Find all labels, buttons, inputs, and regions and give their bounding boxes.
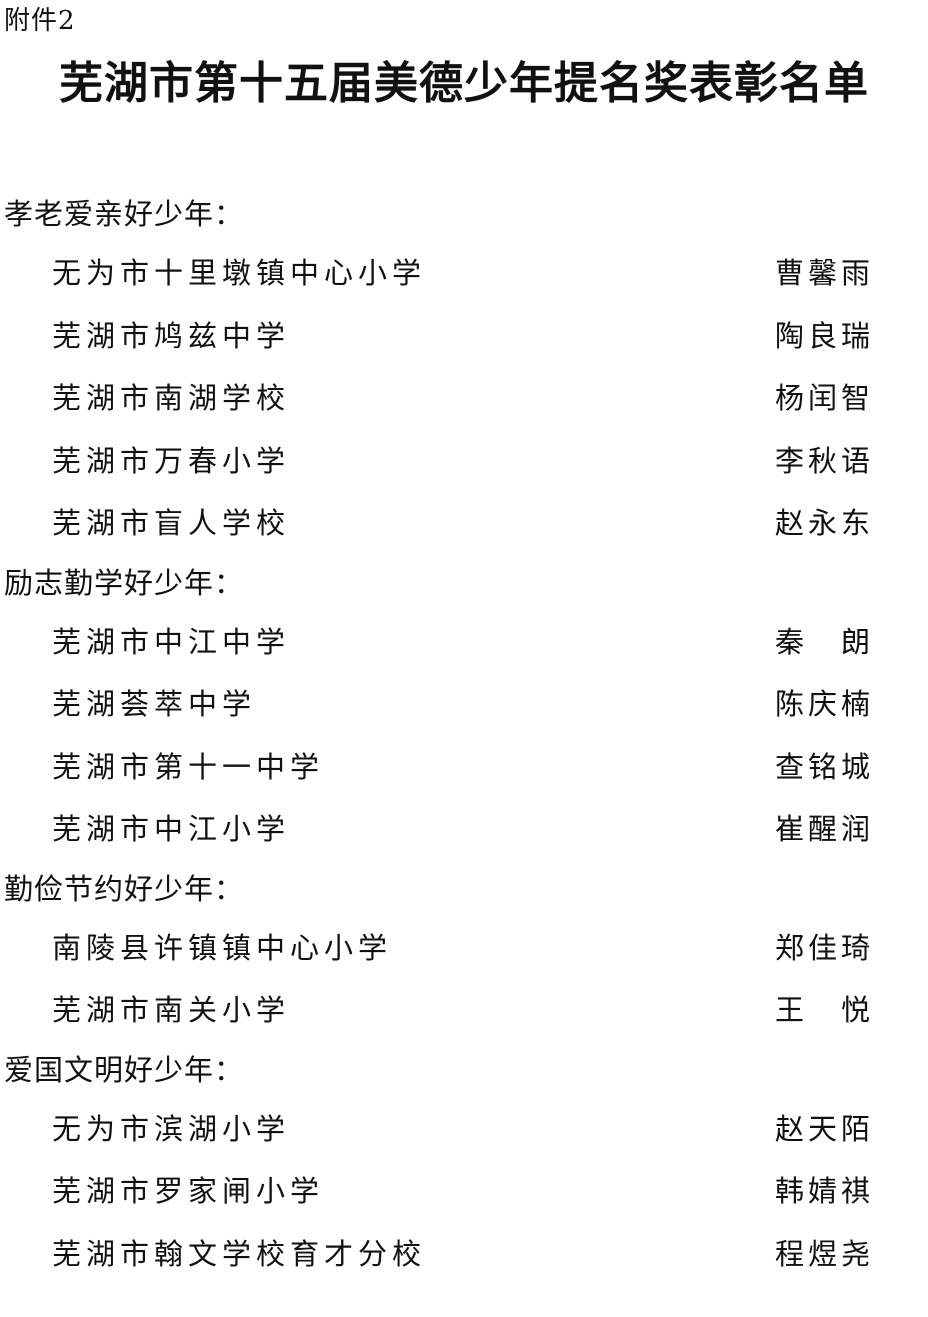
school-name: 芜湖市鸠兹中学 (52, 318, 291, 353)
document-title: 芜湖市第十五届美德少年提名奖表彰名单 (59, 58, 869, 109)
school-name: 芜湖市南湖学校 (52, 381, 291, 415)
student-name: 查铭城 (774, 749, 874, 784)
list-item: 芜湖市盲人学校 赵永东 (0, 492, 928, 555)
list-item: 南陵县许镇镇中心小学 郑佳琦 (0, 917, 928, 980)
school-name: 芜湖荟萃中学 (52, 687, 257, 721)
section-heading: 励志勤学好少年： (4, 565, 245, 600)
school-name: 芜湖市第十一中学 (52, 749, 325, 784)
list-item: 芜湖市南关小学 王 悦 (0, 979, 928, 1042)
list-item: 芜湖市中江小学 崔醒润 (0, 798, 928, 861)
student-name: 杨闰智 (774, 381, 874, 415)
award-section: 孝老爱亲好少年： 无为市十里墩镇中心小学 曹馨雨 芜湖市鸠兹中学 陶良瑞 芜湖市… (0, 186, 928, 555)
school-name: 芜湖市罗家闸小学 (52, 1174, 325, 1208)
annex-label: 附件2 (4, 6, 76, 36)
student-name: 崔醒润 (774, 812, 874, 846)
student-name: 程煜尧 (774, 1236, 874, 1271)
school-name: 芜湖市万春小学 (52, 443, 291, 478)
list-item: 芜湖市南湖学校 杨闰智 (0, 367, 928, 430)
school-name: 芜湖市盲人学校 (52, 506, 291, 540)
section-heading: 勤俭节约好少年： (4, 871, 245, 906)
award-list: 孝老爱亲好少年： 无为市十里墩镇中心小学 曹馨雨 芜湖市鸠兹中学 陶良瑞 芜湖市… (0, 186, 928, 1285)
list-item: 无为市十里墩镇中心小学 曹馨雨 (0, 242, 928, 305)
award-section: 励志勤学好少年： 芜湖市中江中学 秦 朗 芜湖荟萃中学 陈庆楠 芜湖市第十一中学… (0, 555, 928, 861)
student-name: 赵天陌 (774, 1111, 874, 1146)
school-name: 无为市十里墩镇中心小学 (52, 256, 427, 290)
school-name: 芜湖市南关小学 (52, 993, 291, 1027)
student-name: 秦 朗 (774, 624, 874, 659)
student-name: 王 悦 (774, 993, 874, 1027)
school-name: 无为市滨湖小学 (52, 1111, 291, 1146)
student-name: 李秋语 (774, 443, 874, 478)
list-item: 芜湖市罗家闸小学 韩婧祺 (0, 1160, 928, 1223)
list-item: 芜湖市翰文学校育才分校 程煜尧 (0, 1223, 928, 1286)
list-item: 芜湖市鸠兹中学 陶良瑞 (0, 305, 928, 368)
school-name: 芜湖市中江中学 (52, 624, 291, 659)
student-name: 赵永东 (774, 506, 874, 540)
list-item: 芜湖市中江中学 秦 朗 (0, 611, 928, 674)
list-item: 芜湖市万春小学 李秋语 (0, 430, 928, 493)
student-name: 韩婧祺 (774, 1174, 874, 1208)
school-name: 南陵县许镇镇中心小学 (52, 930, 393, 965)
list-item: 芜湖荟萃中学 陈庆楠 (0, 673, 928, 736)
student-name: 陈庆楠 (774, 687, 874, 721)
section-heading: 孝老爱亲好少年： (4, 197, 245, 231)
section-heading: 爱国文明好少年： (4, 1052, 245, 1087)
award-section: 爱国文明好少年： 无为市滨湖小学 赵天陌 芜湖市罗家闸小学 韩婧祺 芜湖市翰文学… (0, 1042, 928, 1286)
list-item: 芜湖市第十一中学 查铭城 (0, 736, 928, 799)
award-section: 勤俭节约好少年： 南陵县许镇镇中心小学 郑佳琦 芜湖市南关小学 王 悦 (0, 861, 928, 1042)
student-name: 郑佳琦 (774, 930, 874, 965)
school-name: 芜湖市中江小学 (52, 812, 291, 846)
student-name: 曹馨雨 (774, 256, 874, 290)
student-name: 陶良瑞 (774, 318, 874, 353)
school-name: 芜湖市翰文学校育才分校 (52, 1236, 427, 1271)
list-item: 无为市滨湖小学 赵天陌 (0, 1098, 928, 1161)
